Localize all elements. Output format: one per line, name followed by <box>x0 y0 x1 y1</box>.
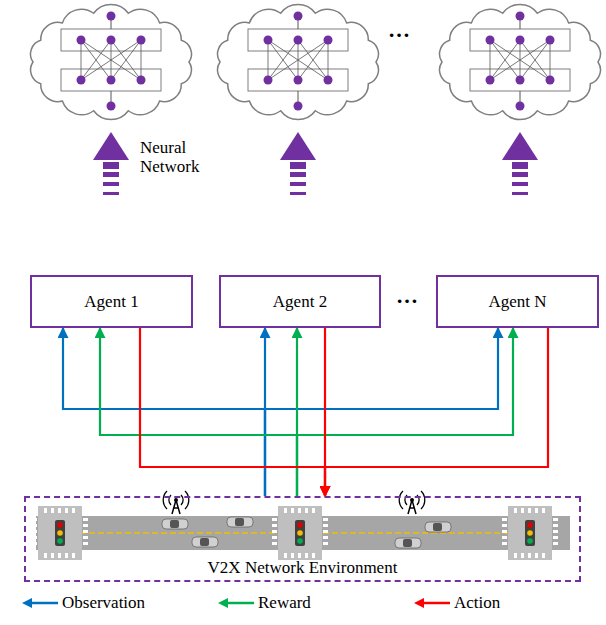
upload-arrow <box>280 132 316 195</box>
legend-label: Observation <box>62 593 145 613</box>
legend-item: Reward <box>218 593 311 613</box>
neural-network-cloud <box>218 4 379 119</box>
legend-item: Action <box>414 593 500 613</box>
agent-box: Agent 1 <box>30 275 193 328</box>
ellipsis: … <box>388 18 418 42</box>
neural-network-cloud <box>31 4 192 119</box>
legend-arrow-sample <box>414 596 450 610</box>
upload-arrow <box>502 132 538 195</box>
connector <box>325 328 548 496</box>
neural-network-cloud <box>440 4 601 119</box>
ellipsis: … <box>396 284 426 308</box>
legend-label: Action <box>454 593 500 613</box>
legend-item: Observation <box>22 593 145 613</box>
base-station-icon <box>399 491 425 514</box>
node-label: V2X Network Environment <box>208 558 398 578</box>
legend-arrow-sample <box>218 596 254 610</box>
node-label: Agent N <box>488 292 546 312</box>
connector <box>265 328 498 496</box>
connector <box>100 328 297 496</box>
upload-arrow <box>93 132 129 195</box>
base-station-icon <box>163 491 189 514</box>
agent-box: Agent 2 <box>219 275 381 328</box>
legend-label: Reward <box>258 593 311 613</box>
connector <box>140 328 325 496</box>
node-label: Agent 1 <box>84 292 138 312</box>
connector <box>297 328 513 496</box>
legend-arrow-sample <box>22 596 58 610</box>
road-scene <box>32 491 570 560</box>
connector <box>63 328 265 496</box>
node-label: Agent 2 <box>273 292 327 312</box>
environment-region: V2X Network Environment <box>24 496 581 582</box>
neural-network-label: Neural Network <box>140 139 220 176</box>
agent-box: Agent N <box>436 275 599 328</box>
